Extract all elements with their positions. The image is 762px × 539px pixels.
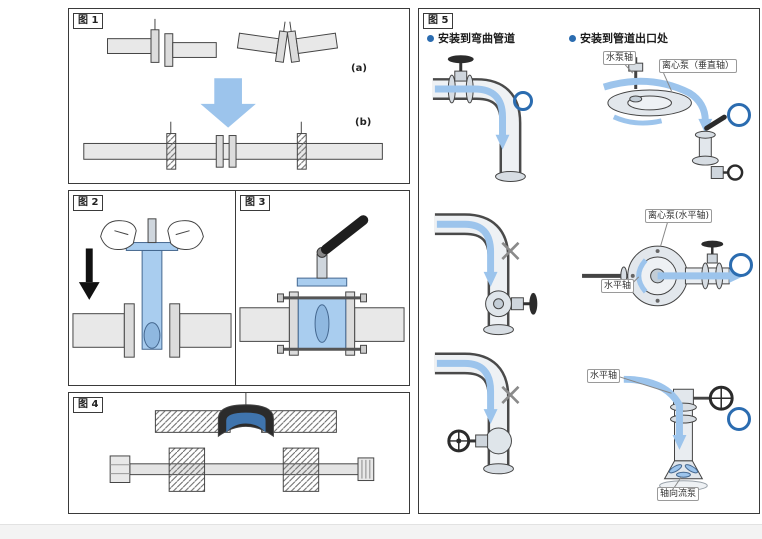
correct-mark-icon [727, 407, 751, 431]
pipe-with-flanges-illustration [72, 303, 232, 358]
figure-3-panel: 图 3 [235, 190, 410, 386]
centrifugal-pump-vertical-illustration [602, 57, 744, 181]
figure-1-label: 图 1 [73, 13, 104, 29]
figure-5-label: 图 5 [423, 13, 454, 29]
valve-lever-handle-icon [316, 215, 369, 258]
press-down-arrow-icon [78, 248, 100, 300]
elbow-valve-top-illustration [432, 55, 526, 182]
axial-flow-pump-illustration [623, 375, 734, 492]
figure-5-illustration [432, 55, 745, 492]
hands-illustration [100, 220, 204, 250]
correct-mark-icon [727, 103, 751, 127]
horizontal-shaft-tag: 水平轴 [601, 279, 635, 293]
section-header-bent-pipe-label: 安装到弯曲管道 [438, 32, 515, 45]
figure-4-label: 图 4 [73, 397, 104, 413]
assembled-valve-illustration [239, 253, 405, 356]
figure-1a-label: (a) [351, 63, 367, 74]
section-header-bent-pipe: 安装到弯曲管道 [427, 30, 515, 46]
centrifugal-pump-horizontal-illustration [582, 240, 745, 307]
section-header-pipe-outlet-label: 安装到管道出口处 [580, 32, 668, 45]
seat-cross-section-illustration [154, 393, 337, 438]
figure-3-label: 图 3 [240, 195, 271, 211]
centrifugal-horizontal-tag: 离心泵(水平轴) [645, 209, 713, 223]
section-header-pipe-outlet: 安装到管道出口处 [569, 30, 668, 46]
page-bottom-strip [0, 524, 762, 539]
down-arrow-icon [200, 78, 256, 128]
misaligned-pipes-illustration [107, 18, 217, 67]
figure-1-panel: 图 1 (a) (b) [68, 8, 410, 184]
figure-1b-label: (b) [355, 117, 372, 128]
figure-3-illustration [239, 215, 405, 356]
elbow-valve-side-left-illustration [434, 352, 514, 475]
pump-shaft-tag: 水泵轴 [603, 51, 637, 65]
butterfly-valve-illustration [125, 218, 179, 350]
blue-bullet-icon [427, 34, 434, 42]
centrifugal-vertical-tag: 离心泵（垂直轴） [659, 59, 738, 73]
figure-4-panel: 图 4 [68, 392, 410, 514]
aligned-pipe-illustration [83, 121, 383, 170]
figure-2-label: 图 2 [73, 195, 104, 211]
figure-2-panel: 图 2 [68, 190, 236, 386]
incorrect-mark-icon: × [497, 231, 524, 269]
axial-flow-pump-tag: 轴向流泵 [657, 487, 700, 501]
horizontal-shaft-tag: 水平轴 [587, 369, 621, 383]
elbow-valve-side-right-illustration [434, 213, 538, 336]
figure-2-illustration [72, 218, 232, 358]
figure-5-panel: 图 5 安装到弯曲管道 安装到管道出口处 水泵轴 离心泵（垂直轴） 离心泵(水平… [418, 8, 760, 514]
figure-1-illustration [83, 18, 383, 170]
figure-4-illustration [109, 393, 375, 492]
angled-pipes-illustration [236, 21, 339, 63]
bolt-assembly-illustration [109, 447, 375, 492]
incorrect-mark-icon: × [497, 375, 524, 413]
blue-bullet-icon [569, 34, 576, 42]
correct-mark-icon [513, 91, 533, 111]
correct-mark-icon [729, 253, 753, 277]
